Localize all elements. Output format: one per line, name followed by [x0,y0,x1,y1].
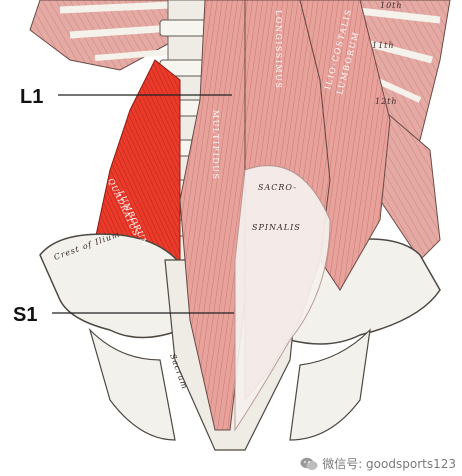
wechat-icon [300,457,318,471]
label-l1: L1 [20,86,43,108]
label-multifidus: MULTIFIDUS [211,110,220,180]
watermark-text: 微信号: goodsports123 [322,457,456,471]
sacrospinalis-aponeurosis [234,165,331,432]
label-rib-11: 11th [372,41,395,50]
label-sacro: SACRO- [258,183,297,192]
ribs-left [29,0,181,71]
iliocostalis-muscle [299,0,391,291]
label-rib-10: 10th [380,1,403,10]
label-s1: S1 [13,304,37,326]
label-rib-12: 12th [375,97,398,106]
watermark: 微信号: goodsports123 [300,455,456,472]
label-longissimus: LONGISSIMUS [274,10,283,89]
label-spinalis: SPINALIS [252,223,301,232]
